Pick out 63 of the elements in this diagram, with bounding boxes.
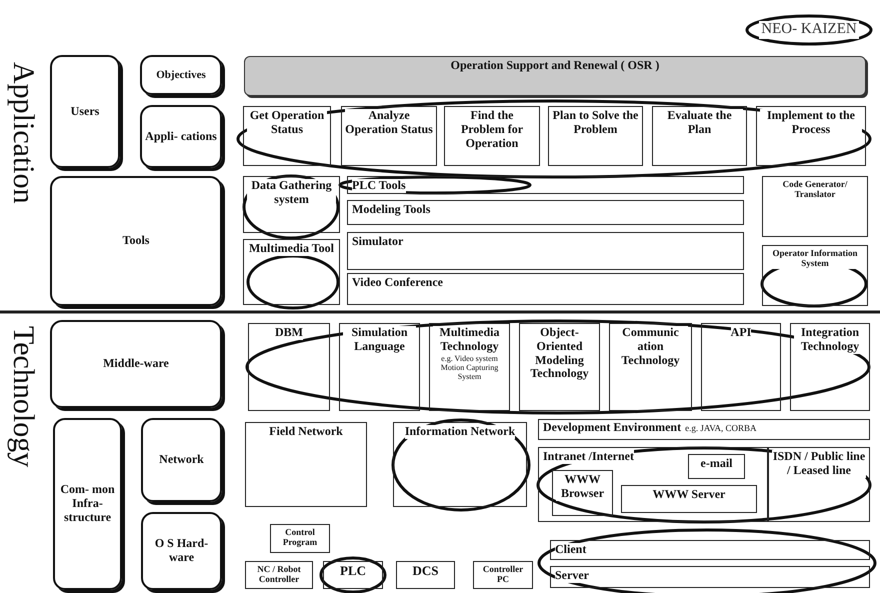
tool-box bbox=[347, 232, 744, 270]
tool-box bbox=[347, 273, 744, 305]
box-label: Objectives bbox=[156, 68, 206, 82]
hardware-box bbox=[245, 561, 313, 589]
example-note: e.g. JAVA, CORBA bbox=[685, 423, 757, 434]
category-box bbox=[50, 320, 222, 408]
network-box bbox=[538, 447, 768, 522]
tool-box bbox=[347, 176, 744, 194]
box-label: Multimedia Tool bbox=[248, 242, 334, 256]
box-label: Information Network bbox=[404, 425, 516, 439]
step-box bbox=[652, 106, 747, 166]
system-box bbox=[550, 566, 870, 588]
box-label: PLC Tools bbox=[352, 179, 406, 193]
service-box bbox=[552, 470, 613, 516]
box-label: Appli- cations bbox=[145, 130, 217, 144]
technology-box bbox=[790, 323, 870, 411]
technology-box bbox=[429, 323, 510, 411]
category-box bbox=[140, 55, 222, 95]
step-box bbox=[548, 106, 643, 166]
hardware-box bbox=[473, 561, 533, 589]
tool-box bbox=[762, 245, 868, 306]
step-box bbox=[341, 106, 437, 166]
system-box bbox=[550, 540, 870, 560]
box-label: DBM bbox=[275, 326, 303, 340]
environment-box bbox=[538, 419, 870, 440]
box-label: Operation Support and Renewal ( OSR ) bbox=[450, 59, 660, 73]
service-box bbox=[688, 454, 745, 479]
service-box bbox=[621, 485, 757, 513]
category-box bbox=[140, 105, 222, 168]
technology-box bbox=[248, 323, 330, 411]
category-box bbox=[141, 418, 222, 502]
section-title: Application bbox=[6, 62, 40, 204]
box-label: NEO- KAIZEN bbox=[759, 21, 859, 39]
technology-box bbox=[519, 323, 600, 411]
category-box bbox=[53, 418, 122, 590]
box-label: Development Environment bbox=[543, 421, 682, 435]
step-box bbox=[444, 106, 540, 166]
box-label: Data Gathering system bbox=[247, 179, 336, 207]
box-label: Analyze Operation Status bbox=[345, 109, 433, 137]
box-label: Simulation Language bbox=[343, 326, 416, 354]
box-label: ISDN / Public line / Leased line bbox=[772, 450, 866, 478]
hardware-box bbox=[396, 561, 455, 589]
box-label: Server bbox=[555, 569, 589, 583]
tool-box bbox=[347, 200, 744, 225]
step-box bbox=[756, 106, 866, 166]
header-bar bbox=[244, 56, 866, 96]
category-box bbox=[141, 512, 222, 590]
tool-box bbox=[243, 239, 340, 305]
technology-box bbox=[609, 323, 692, 411]
network-box bbox=[245, 422, 367, 507]
category-box bbox=[50, 176, 222, 306]
technology-box bbox=[339, 323, 420, 411]
project-name-ellipse bbox=[745, 14, 873, 46]
box-label: Users bbox=[70, 104, 100, 118]
section-title: Technology bbox=[6, 326, 40, 468]
technology-box bbox=[701, 323, 781, 411]
hardware-box bbox=[270, 524, 330, 553]
category-box bbox=[50, 55, 120, 168]
network-box bbox=[768, 447, 870, 522]
tool-box bbox=[762, 176, 868, 237]
box-label: Modeling Tools bbox=[352, 203, 430, 217]
box-label: Intranet /Internet bbox=[543, 450, 634, 464]
step-box bbox=[243, 106, 331, 166]
